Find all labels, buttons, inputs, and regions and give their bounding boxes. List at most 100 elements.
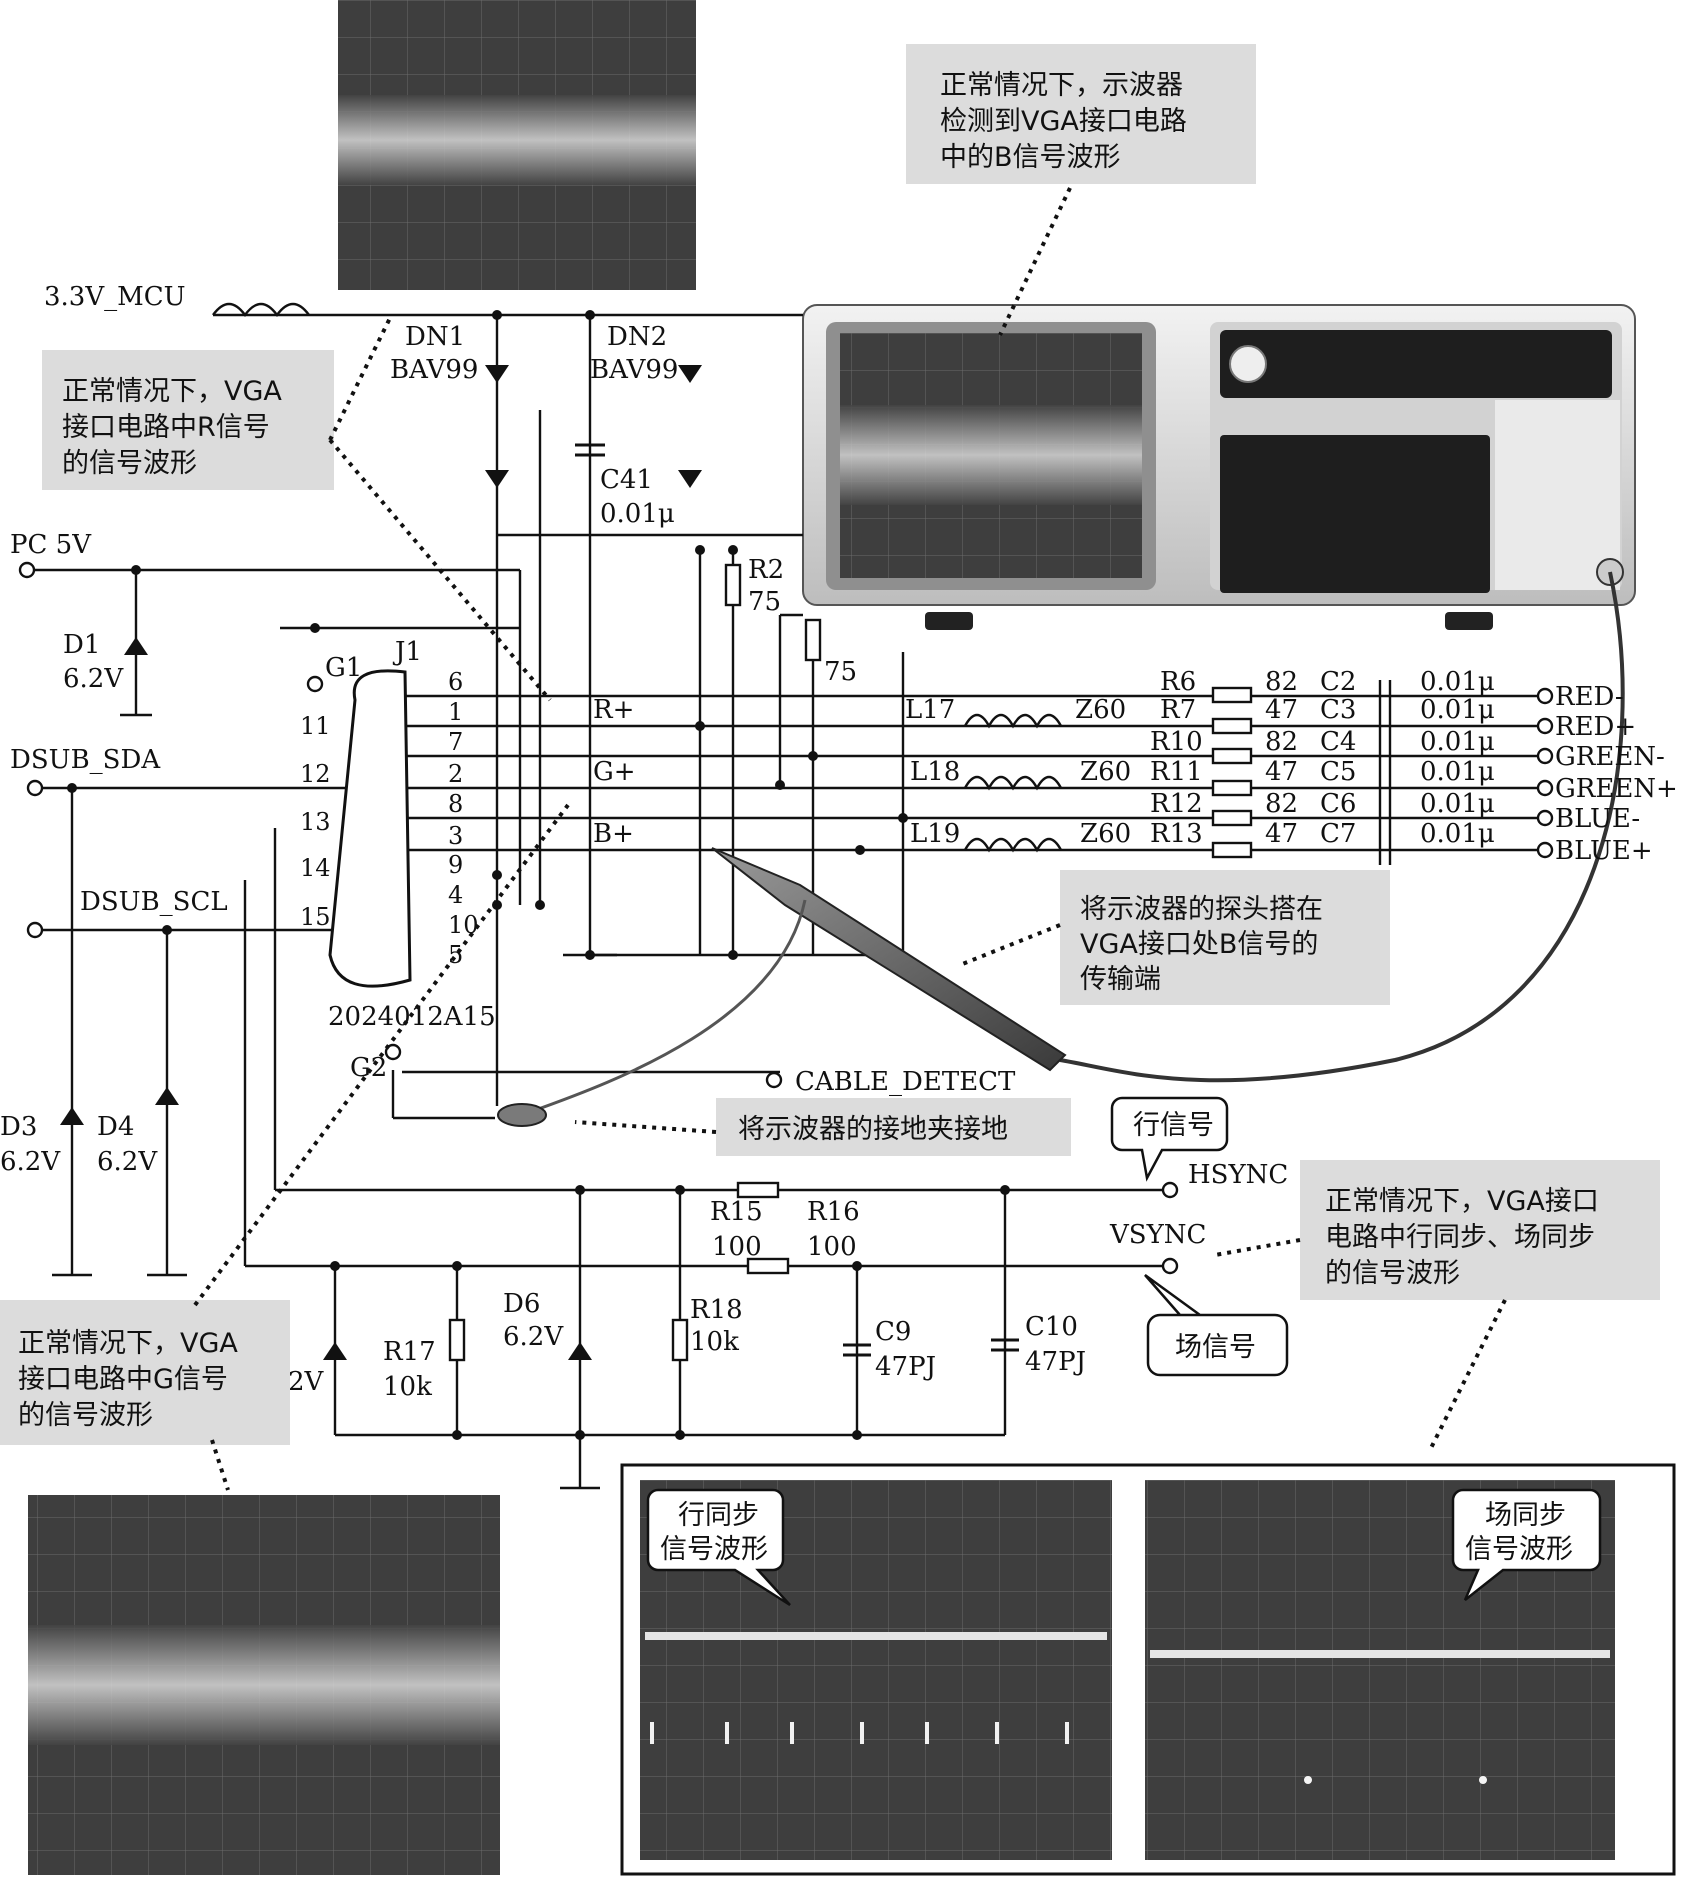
svg-text:47: 47 <box>1265 695 1298 725</box>
b-signal-scope-screen <box>840 333 1142 578</box>
r2-resistor-symbol <box>724 563 742 607</box>
svg-text:13: 13 <box>300 808 331 836</box>
vsync-scope-screen: 场同步 信号波形 <box>1145 1480 1615 1860</box>
svg-text:11: 11 <box>300 712 331 740</box>
j1-label: J1 <box>392 637 422 667</box>
note-g-waveform: 正常情况下，VGA 接口电路中G信号 的信号波形 <box>0 803 570 1491</box>
svg-text:C5: C5 <box>1320 757 1356 787</box>
output-green-minus: GREEN- <box>1555 742 1665 772</box>
component-symbols <box>60 365 1253 1362</box>
svg-text:R12: R12 <box>1150 789 1203 819</box>
svg-text:8: 8 <box>448 790 463 818</box>
svg-text:Z60: Z60 <box>1080 757 1131 787</box>
svg-text:检测到VGA接口电路: 检测到VGA接口电路 <box>940 106 1187 137</box>
svg-text:47: 47 <box>1265 757 1298 787</box>
hsync-scope-screen: 行同步 信号波形 <box>640 1480 1112 1860</box>
svg-text:C6: C6 <box>1320 789 1356 819</box>
r15-name: R15 <box>710 1197 763 1227</box>
ground-lead <box>529 899 807 1114</box>
svg-text:C4: C4 <box>1320 727 1356 757</box>
svg-text:9: 9 <box>448 851 463 879</box>
schematic-labels: 3.3V_MCU PC 5V DN1 BAV99 DN2 BAV99 C41 0… <box>0 282 1288 1402</box>
d5-zener-symbol <box>323 1342 347 1360</box>
d6-zener-symbol <box>568 1342 592 1360</box>
svg-text:1: 1 <box>448 698 463 726</box>
svg-text:行同步: 行同步 <box>678 1500 759 1531</box>
svg-text:7: 7 <box>448 728 463 756</box>
r15-value: 100 <box>712 1232 762 1262</box>
svg-text:10: 10 <box>448 911 479 939</box>
svg-text:0.01μ: 0.01μ <box>1420 789 1495 819</box>
c41-name: C41 <box>600 465 653 495</box>
dn2-lower-diode-symbol <box>678 470 702 488</box>
output-blue-plus: BLUE+ <box>1555 836 1653 866</box>
d6-name: D6 <box>503 1289 540 1319</box>
dn1-name: DN1 <box>405 322 465 352</box>
ground-clip-icon <box>497 1103 547 1127</box>
r15-resistor-symbol <box>736 1181 780 1199</box>
svg-text:14: 14 <box>300 854 331 882</box>
svg-text:正常情况下，VGA接口: 正常情况下，VGA接口 <box>1325 1186 1599 1217</box>
svg-text:82: 82 <box>1265 667 1298 697</box>
dn2-upper-diode-symbol <box>678 365 702 383</box>
r16-value: 100 <box>807 1232 857 1262</box>
junction-dots <box>67 310 1010 1440</box>
note-probe: 将示波器的探头搭在 VGA接口处B信号的 传输端 <box>959 870 1390 1005</box>
hsync-label: HSYNC <box>1188 1160 1288 1190</box>
output-red-plus: RED+ <box>1555 712 1636 742</box>
d1-zener-symbol <box>124 637 148 655</box>
note-sync-waveform: 正常情况下，VGA接口 电路中行同步、场同步 的信号波形 <box>1214 1160 1660 1451</box>
dn1-part: BAV99 <box>390 355 478 385</box>
svg-text:将示波器的探头搭在: 将示波器的探头搭在 <box>1080 894 1323 925</box>
svg-text:中的B信号波形: 中的B信号波形 <box>940 142 1121 173</box>
svg-text:0.01μ: 0.01μ <box>1420 727 1495 757</box>
svg-text:Z60: Z60 <box>1080 819 1131 849</box>
dsub-scl-label: DSUB_SCL <box>80 887 228 917</box>
filter-rows: R6 82 C2 0.01μ RED- R7 47 C3 0.01μ RED+ … <box>1150 667 1678 866</box>
svg-text:R7: R7 <box>1160 695 1196 725</box>
d6-value: 6.2V <box>503 1322 564 1352</box>
g-signal-scope-image <box>28 1495 500 1875</box>
output-blue-minus: BLUE- <box>1555 804 1640 834</box>
r16-name: R16 <box>807 1197 860 1227</box>
svg-text:传输端: 传输端 <box>1080 964 1161 995</box>
c9-value: 47PJ <box>875 1352 936 1382</box>
cable-detect-label: CABLE_DETECT <box>795 1067 1016 1097</box>
g1-label: G1 <box>325 653 362 683</box>
svg-text:场信号: 场信号 <box>1175 1332 1256 1363</box>
svg-text:R10: R10 <box>1150 727 1203 757</box>
svg-text:信号波形: 信号波形 <box>1465 1534 1573 1565</box>
r-plus-label: R+ <box>593 695 634 725</box>
d5-partial-value: 2V <box>288 1367 325 1397</box>
svg-text:3: 3 <box>448 822 463 850</box>
hidden-resistor-symbol <box>804 618 822 662</box>
power-knob-icon <box>1229 345 1267 383</box>
svg-text:C3: C3 <box>1320 695 1356 725</box>
wires <box>35 302 1545 1490</box>
svg-text:C7: C7 <box>1320 819 1356 849</box>
hsync-pulse-row <box>650 1722 1069 1744</box>
d1-name: D1 <box>63 630 100 660</box>
svg-text:接口电路中R信号: 接口电路中R信号 <box>62 412 270 443</box>
note-b-waveform: 正常情况下，示波器 检测到VGA接口电路 中的B信号波形 <box>906 44 1256 336</box>
terminals <box>18 561 1554 1275</box>
hidden-resistor-value: 75 <box>824 657 857 687</box>
output-red-minus: RED- <box>1555 682 1624 712</box>
svg-text:场同步: 场同步 <box>1485 1500 1566 1531</box>
filter-resistor-symbols <box>1211 686 1253 859</box>
d4-name: D4 <box>97 1112 134 1142</box>
svg-text:4: 4 <box>448 881 463 909</box>
svg-text:5: 5 <box>448 941 463 969</box>
svg-text:信号波形: 信号波形 <box>660 1534 768 1565</box>
svg-text:的信号波形: 的信号波形 <box>62 448 197 479</box>
d4-value: 6.2V <box>97 1147 158 1177</box>
mcu-rail-label: 3.3V_MCU <box>44 282 186 312</box>
svg-text:L19: L19 <box>910 819 960 849</box>
svg-text:的信号波形: 的信号波形 <box>1325 1258 1460 1289</box>
r-signal-scope-image <box>338 0 696 290</box>
svg-text:将示波器的接地夹接地: 将示波器的接地夹接地 <box>738 1114 1008 1145</box>
oscilloscope <box>802 304 1636 630</box>
c41-value: 0.01μ <box>600 499 675 529</box>
svg-text:0.01μ: 0.01μ <box>1420 667 1495 697</box>
